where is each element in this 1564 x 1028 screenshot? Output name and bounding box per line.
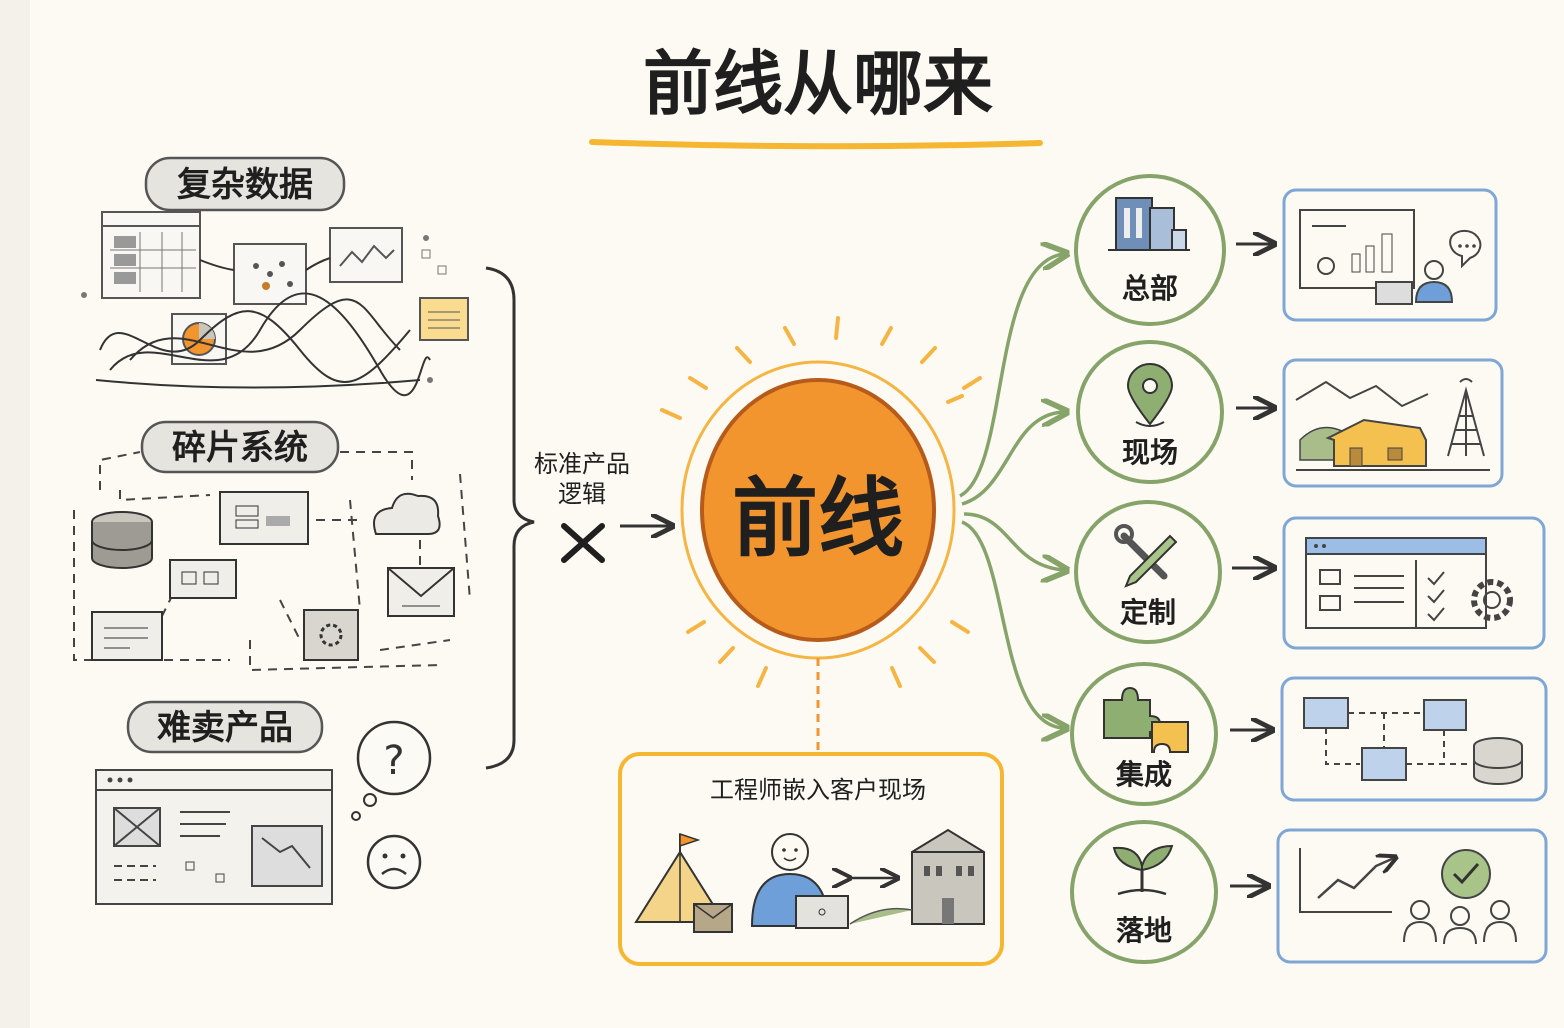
- switch-icon: [169, 559, 237, 599]
- center-circle: [700, 378, 936, 642]
- node-landing: 落地: [1070, 820, 1218, 964]
- branch-arrows: [959, 254, 1064, 728]
- hard-to-sell-label: 难卖产品: [157, 708, 293, 748]
- database-icon: [91, 511, 153, 569]
- embed-caption: 工程师嵌入客户现场: [710, 776, 926, 804]
- browser-window-icon: [95, 769, 333, 905]
- svg-text:?: ?: [383, 738, 404, 784]
- location-pin-icon: [1126, 363, 1174, 427]
- left-brace: [485, 266, 535, 770]
- puzzle-icon: [1103, 686, 1189, 753]
- node-label-landing: 落地: [1116, 914, 1172, 947]
- title-underline: [589, 139, 1043, 150]
- window-icon: [219, 491, 309, 545]
- panel-arrows: [1230, 244, 1272, 886]
- node-custom: 定制: [1074, 500, 1222, 644]
- panel-hq-dashboard: [1282, 188, 1498, 322]
- hard-to-sell-section: 难卖产品 ?: [95, 700, 432, 905]
- page-title: 前线从哪来: [643, 43, 993, 125]
- node-label-integrate: 集成: [1115, 758, 1172, 791]
- panel-landing-growth: [1276, 828, 1548, 964]
- fragmented-systems-label: 碎片系统: [172, 428, 308, 468]
- node-label-field: 现场: [1122, 436, 1178, 469]
- dashed-connections: [73, 451, 471, 672]
- question-bubble-icon: ?: [351, 720, 432, 821]
- node-label-hq: 总部: [1122, 272, 1178, 305]
- scatter-plot-icon: [233, 243, 307, 305]
- tangled-lines: [95, 292, 431, 397]
- cloud-icon: [373, 492, 441, 535]
- node-integrate: 集成: [1070, 662, 1218, 806]
- line-chart-icon: [329, 227, 403, 283]
- sprout-icon: [1112, 844, 1174, 896]
- center-label: 前线: [732, 469, 904, 569]
- gear-box-icon: [303, 609, 359, 661]
- standard-logic-line1: 标准产品: [534, 450, 630, 478]
- mail-icon: [387, 567, 455, 617]
- node-hq: 总部: [1074, 174, 1226, 326]
- panel-custom-config: [1282, 516, 1546, 650]
- node-label-custom: 定制: [1120, 596, 1176, 629]
- fragmented-systems-pill: [140, 420, 340, 474]
- complex-data-section: 复杂数据: [81, 156, 469, 397]
- spreadsheet-icon: [101, 211, 201, 299]
- sun-rays: [660, 316, 982, 688]
- panel-integration-flow: [1280, 676, 1548, 802]
- building-icon: [1108, 197, 1190, 251]
- sad-face-icon: [366, 834, 422, 890]
- cross-icon: [561, 523, 605, 563]
- node-field: 现场: [1076, 340, 1224, 484]
- embed-box: 工程师嵌入客户现场: [618, 752, 1004, 966]
- fragmented-systems-section: 碎片系统: [73, 420, 471, 672]
- engineer-icon: [750, 833, 849, 929]
- complex-data-label: 复杂数据: [177, 165, 313, 205]
- panel-field-site: [1282, 358, 1504, 488]
- document-icon: [91, 611, 163, 661]
- complex-data-pill: [144, 156, 346, 212]
- office-building-icon: [849, 828, 985, 925]
- box-icon: [693, 903, 733, 933]
- hard-to-sell-pill: [126, 700, 324, 754]
- wrench-pencil-icon: [1114, 524, 1178, 588]
- right-nodes: 总部 现场 定制: [1070, 174, 1226, 964]
- note-icon: [419, 297, 469, 341]
- right-panels: [1276, 188, 1548, 964]
- standard-logic-line2: 逻辑: [558, 480, 606, 508]
